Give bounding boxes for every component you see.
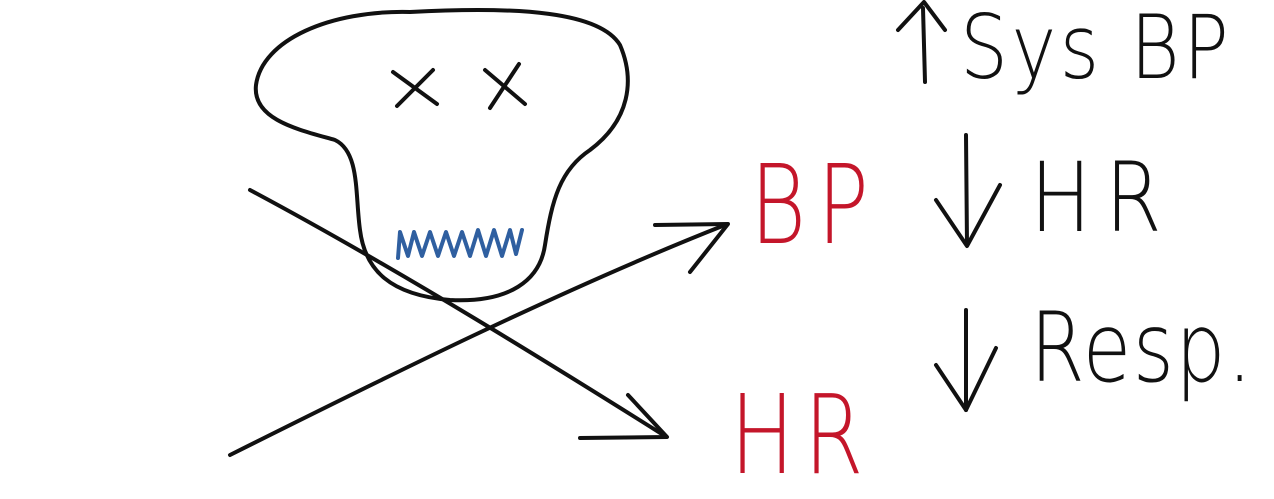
effect-resp-label: Resp.	[1030, 292, 1254, 404]
bp-label: BP	[750, 141, 880, 269]
up-arrow-icon	[896, 0, 947, 84]
drawing-layer	[228, 0, 1002, 457]
down-arrow-icon-2	[934, 308, 998, 412]
effect-hr-label: HR	[1030, 142, 1176, 254]
hr-label: HR	[730, 371, 873, 499]
whiteboard-canvas: BP HR Sys BP HR Resp.	[228, 0, 1254, 490]
skull-mouth	[396, 228, 524, 260]
down-arrow-icon	[934, 133, 1002, 248]
skull-eyes	[391, 62, 527, 110]
crossed-arrows-icon	[228, 188, 730, 457]
skull-icon	[253, 7, 630, 303]
effect-sys-bp-label: Sys BP	[960, 0, 1233, 99]
